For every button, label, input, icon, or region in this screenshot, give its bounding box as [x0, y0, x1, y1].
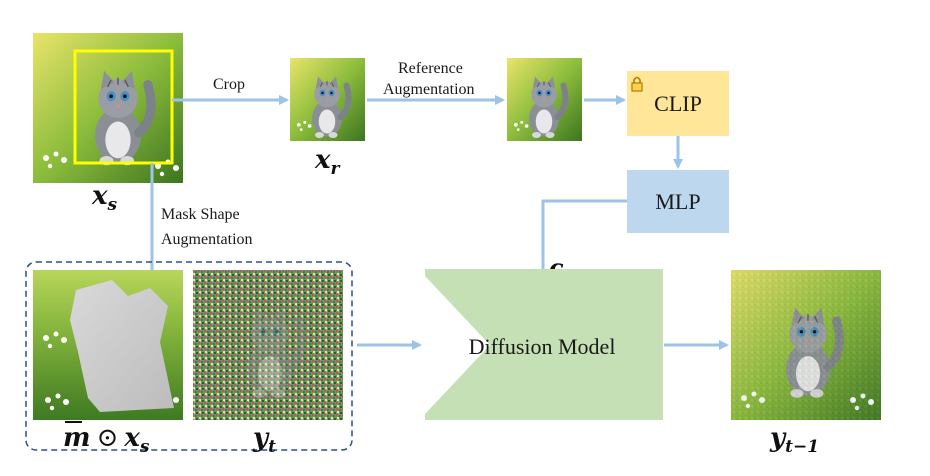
- mlp-to-diffusion-arrow: [538, 199, 627, 296]
- cropped-image: [290, 58, 365, 141]
- mask-shape-augmentation-label: Mask Shape Augmentation: [161, 206, 253, 248]
- noisy-image: [193, 270, 343, 420]
- masked-input-label: 𝒎⊙𝒙s: [63, 423, 150, 457]
- diffusion-model-label: Diffusion Model: [469, 334, 616, 359]
- augmented-reference-image: [507, 58, 582, 141]
- crop-region-box: [73, 49, 174, 165]
- reference-augmentation-label: Reference Augmentation: [383, 60, 475, 98]
- clip-label: CLIP: [654, 91, 702, 116]
- mlp-box: [627, 170, 729, 233]
- mask-shape: [70, 280, 174, 412]
- masked-image: [33, 270, 183, 420]
- crop-label: Crop: [213, 76, 245, 93]
- xr-label: 𝒙r: [314, 145, 341, 179]
- lock-icon: [631, 76, 643, 92]
- output-image: [731, 270, 881, 420]
- source-image: [33, 33, 183, 183]
- input-group-dashed-box: [25, 261, 353, 451]
- mlp-label: MLP: [655, 189, 700, 214]
- yt1-label: 𝒚t−1: [769, 423, 819, 457]
- xs-label: 𝒙s: [91, 181, 118, 215]
- diffusion-model-shape-fill: [425, 269, 663, 420]
- clip-box: [627, 71, 729, 136]
- yt-label: 𝒚t: [252, 423, 276, 457]
